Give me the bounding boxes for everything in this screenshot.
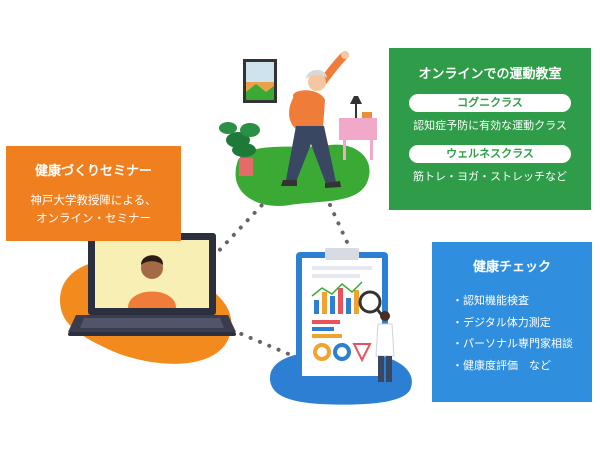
- list-item: ・認知機能検査: [452, 294, 529, 307]
- online-class-title: オンラインでの運動教室: [418, 67, 562, 82]
- green-blob: [235, 144, 370, 206]
- list-item: ・デジタル体力測定: [452, 315, 551, 329]
- list-item: ・健康度評価 など: [452, 358, 551, 372]
- seminar-box: 健康づくりセミナー 神戸大学教授陣による、 オンライン・セミナー: [6, 146, 181, 241]
- course-description: 認知症予防に有効な運動クラス: [413, 119, 567, 132]
- dotted-connector-right: [328, 203, 354, 255]
- dotted-connector-left: [211, 203, 264, 259]
- analyst-with-magnifier: [358, 290, 395, 382]
- seminar-line-2: オンライン・セミナー: [36, 211, 151, 225]
- health-check-list: ・認知機能検査 ・デジタル体力測定 ・パーソナル専門家相談 ・健康度評価 など: [432, 290, 592, 376]
- seminar-title: 健康づくりセミナー: [34, 164, 152, 179]
- picture-frame: [243, 59, 277, 103]
- seminar-description: 神戸大学教授陣による、 オンライン・セミナー: [6, 191, 181, 227]
- course-cogni: コグニクラス 認知症予防に有効な運動クラス: [389, 94, 591, 133]
- course-description: 筋トレ・ヨガ・ストレッチなど: [413, 170, 567, 183]
- course-name-pill: コグニクラス: [409, 94, 571, 112]
- list-item: ・パーソナル専門家相談: [452, 337, 573, 350]
- side-table-lamp: [339, 96, 377, 160]
- course-wellness: ウェルネスクラス 筋トレ・ヨガ・ストレッチなど: [389, 145, 591, 184]
- course-name-pill: ウェルネスクラス: [409, 145, 571, 163]
- seminar-line-1: 神戸大学教授陣による、: [30, 193, 157, 207]
- health-check-box: 健康チェック ・認知機能検査 ・デジタル体力測定 ・パーソナル専門家相談 ・健康…: [432, 242, 592, 402]
- laptop-video-call: [68, 233, 236, 336]
- online-class-box: オンラインでの運動教室 コグニクラス 認知症予防に有効な運動クラス ウェルネスク…: [389, 48, 591, 210]
- health-check-title: 健康チェック: [472, 260, 551, 275]
- dotted-connector-bottom: [230, 328, 300, 360]
- potted-plant: [219, 122, 260, 176]
- exercising-woman: [281, 51, 349, 188]
- clipboard-report: [296, 248, 388, 382]
